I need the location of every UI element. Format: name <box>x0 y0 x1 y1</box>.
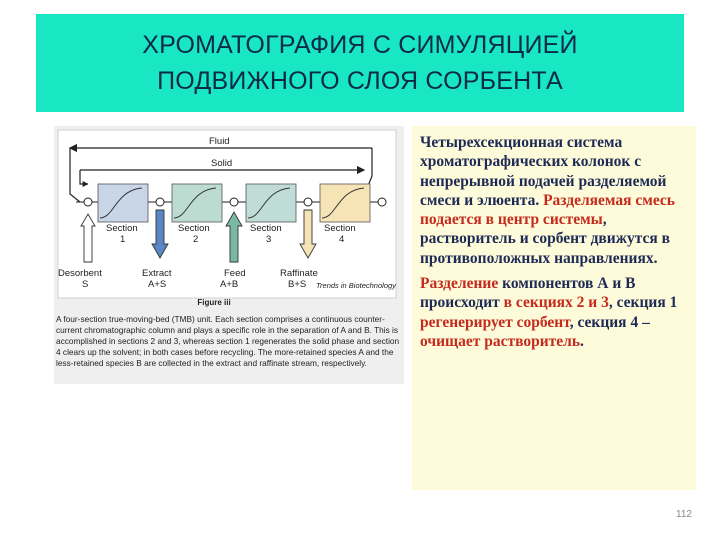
desorbent-label: Desorbent <box>58 268 102 279</box>
description-paragraph-2: Разделение компонентов А и В происходит … <box>420 274 688 351</box>
feed-label: Feed <box>224 268 246 279</box>
paragraph-1-segment: Четырехсекционная система хроматографиче… <box>420 134 667 209</box>
section-4-number: 4 <box>339 234 344 245</box>
section-4: Section 4 <box>319 183 371 245</box>
paragraph-2-segment: , секция 4 – <box>569 313 650 331</box>
section-1: Section 1 <box>97 183 149 245</box>
fluid-label: Fluid <box>209 136 230 147</box>
section-2-box <box>171 183 223 223</box>
paragraph-2-segment: , секция 1 <box>608 294 678 312</box>
raffinate-label: Raffinate <box>280 268 318 279</box>
extract-label: Extract <box>142 268 172 279</box>
figure-label: Figure iii <box>197 298 231 307</box>
section-1-name: Section <box>106 223 138 234</box>
junction-circle <box>377 197 387 207</box>
paragraph-1-highlight: Разделяемая смесь подается в центр систе… <box>420 191 675 229</box>
title-line-1: ХРОМАТОГРАФИЯ С СИМУЛЯЦИЕЙ <box>142 31 578 59</box>
extract-stream-arrow <box>151 209 169 259</box>
section-3-number: 3 <box>266 234 271 245</box>
raffinate-stream-arrow <box>299 209 317 259</box>
paragraph-2-highlight: очищает растворитель <box>420 332 581 350</box>
feed-content: A+B <box>220 279 238 290</box>
raffinate-content: B+S <box>288 279 306 290</box>
title-banner: ХРОМАТОГРАФИЯ С СИМУЛЯЦИЕЙ ПОДВИЖНОГО СЛ… <box>36 14 684 112</box>
section-3: Section 3 <box>245 183 297 245</box>
tmb-figure: Fluid Solid Section 1 Section 2 <box>54 126 404 384</box>
junction-circle <box>83 197 93 207</box>
junction-circle <box>229 197 239 207</box>
paragraph-1-segment: , растворитель и сорбент движутся в прот… <box>420 211 671 267</box>
paragraph-2-highlight: в секциях 2 и 3 <box>503 294 609 312</box>
junction-circle <box>155 197 165 207</box>
page-number: 112 <box>676 509 692 520</box>
solid-label: Solid <box>211 158 232 169</box>
title-line-2: ПОДВИЖНОГО СЛОЯ СОРБЕНТА <box>157 67 563 95</box>
section-4-name: Section <box>324 223 356 234</box>
section-2-name: Section <box>178 223 210 234</box>
feed-stream-arrow <box>225 211 243 263</box>
section-2-number: 2 <box>193 234 198 245</box>
section-3-name: Section <box>250 223 282 234</box>
paragraph-2-highlight: регенерирует сорбент <box>420 313 570 331</box>
fluid-recycle-path <box>367 148 373 187</box>
figure-caption: A four-section true-moving-bed (TMB) uni… <box>56 314 400 368</box>
extract-content: A+S <box>148 279 166 290</box>
junction-circle <box>303 197 313 207</box>
description-paragraph-1: Четырехсекционная система хроматографиче… <box>420 133 688 268</box>
section-1-number: 1 <box>120 234 125 245</box>
solid-recycle-path <box>79 170 89 187</box>
desorbent-stream-arrow <box>80 213 96 263</box>
paragraph-2-segment: . <box>580 332 584 350</box>
desorbent-content: S <box>82 279 88 290</box>
paragraph-2-highlight: Разделение <box>420 275 499 293</box>
fluid-return-path <box>69 148 81 203</box>
section-2: Section 2 <box>171 183 223 245</box>
tmb-diagram: Fluid Solid Section 1 Section 2 <box>57 129 397 299</box>
source-credit: Trends in Biotechnology <box>316 281 397 290</box>
paragraph-2-segment: компонентов А и В происходит <box>420 275 636 312</box>
description-panel: Четырехсекционная система хроматографиче… <box>412 126 696 490</box>
